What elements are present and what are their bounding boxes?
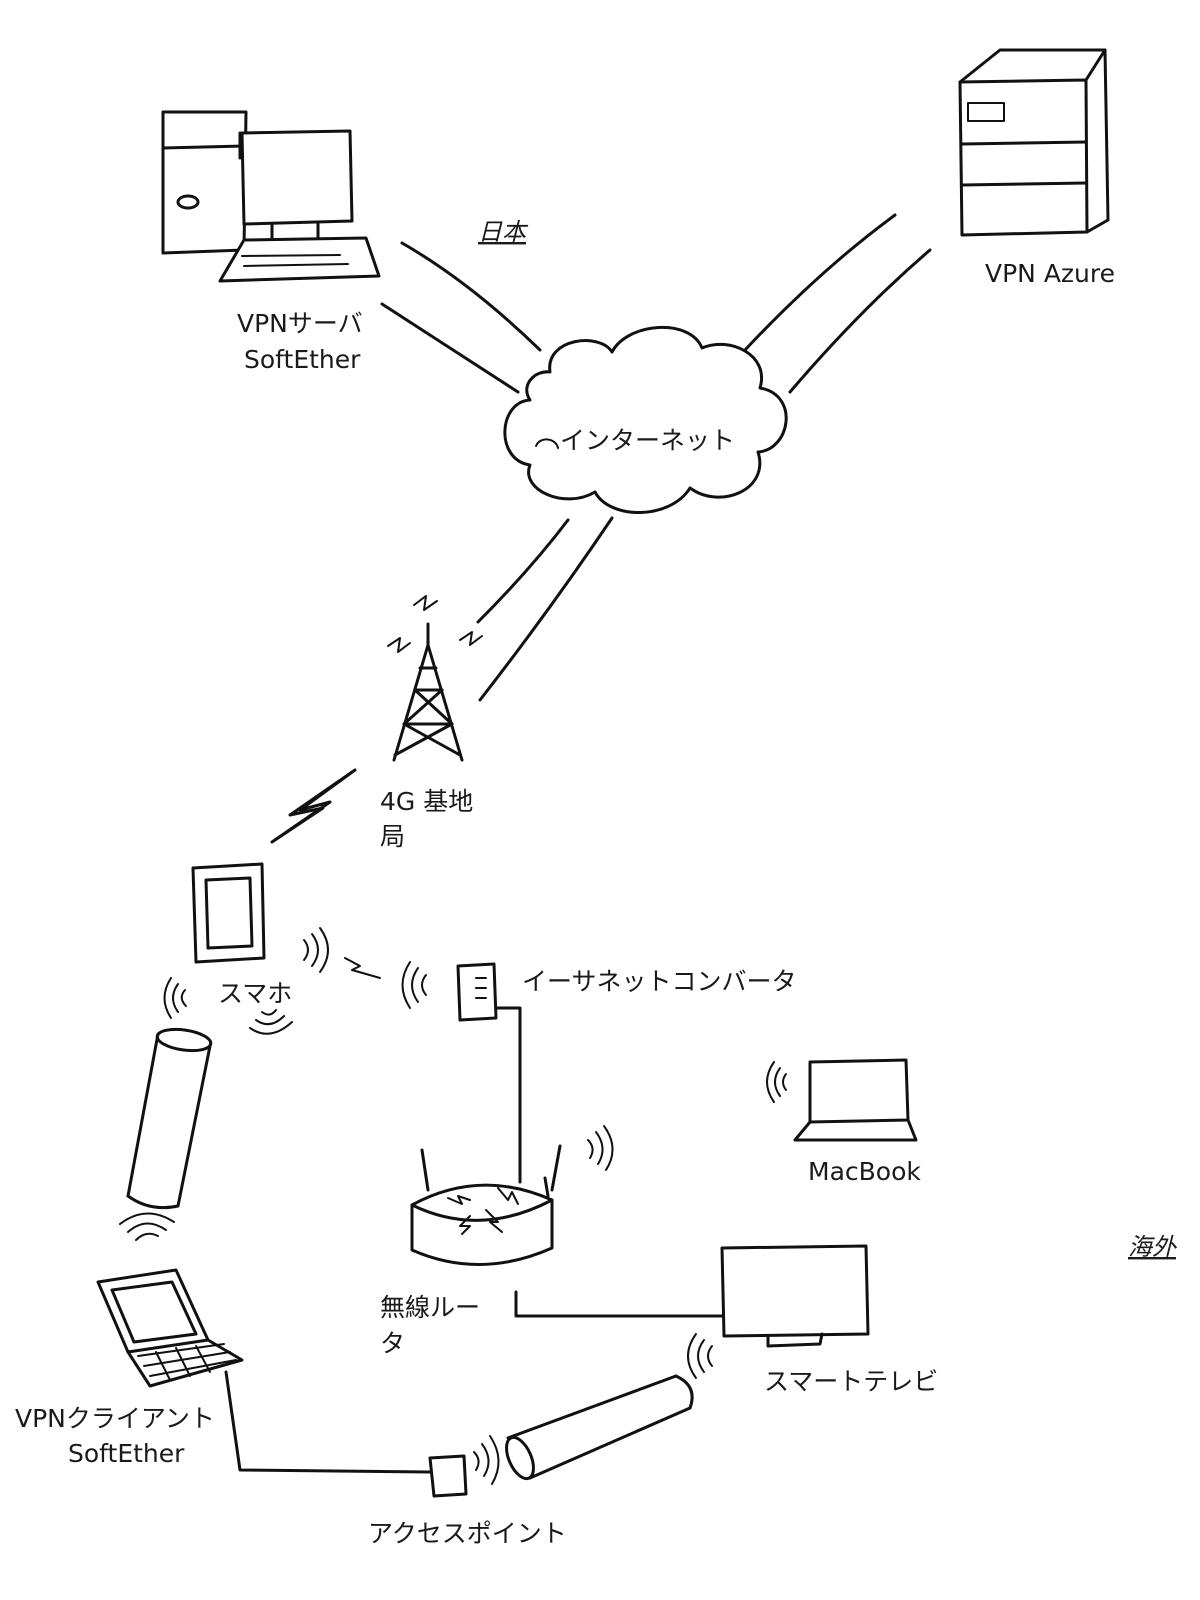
cable-laptop-accesspoint <box>224 1370 432 1474</box>
wifi-signal-icon <box>249 1009 293 1035</box>
wifi-signal-icon <box>473 1435 500 1485</box>
vpn-client-label-line2: SoftEther <box>68 1439 185 1468</box>
vpn-server-label-line1: VPNサーバ <box>237 309 363 338</box>
router-label-line2: タ <box>380 1329 405 1358</box>
desktop-pc-icon <box>161 110 381 283</box>
tunnel-link-accesspoint-tv <box>505 1374 694 1481</box>
vpn-azure-label: VPN Azure <box>985 259 1115 288</box>
base-station-label-line1: 4G 基地 <box>380 787 473 816</box>
vpn-client-label-line1: VPNクライアント <box>15 1404 215 1433</box>
tunnel-link-phone-laptop <box>126 1027 213 1210</box>
smart-tv-label: スマートテレビ <box>764 1367 938 1396</box>
base-station-label-line2: 局 <box>380 822 405 851</box>
region-label-overseas: 海外 <box>1128 1233 1178 1261</box>
lightning-bolt-icon <box>270 768 357 844</box>
cable-converter-router <box>494 1006 522 1184</box>
router-label-line1: 無線ルー <box>380 1293 480 1322</box>
vpn-server-label-line2: SoftEther <box>244 345 361 374</box>
wifi-signal-icon <box>163 977 187 1019</box>
wifi-signal-icon <box>587 1125 614 1171</box>
wifi-signal-icon <box>303 927 329 973</box>
cell-tower-icon <box>392 622 464 762</box>
cable-router-tv <box>514 1290 724 1318</box>
internet-label: インターネット <box>560 426 735 455</box>
server-internet-link <box>380 241 542 394</box>
ethernet-converter-label: イーサネットコンバータ <box>522 967 797 996</box>
laptop-icon <box>96 1268 244 1388</box>
router-icon <box>410 1144 562 1266</box>
smartphone-icon <box>191 862 266 964</box>
region-label-japan: 日本 <box>478 218 529 246</box>
ethernet-converter-icon <box>456 962 498 1022</box>
cloud-icon <box>503 326 788 514</box>
wifi-signal-icon <box>687 1333 713 1379</box>
tv-icon <box>720 1244 870 1348</box>
wifi-signal-icon <box>119 1212 175 1241</box>
server-cabinet-icon <box>958 48 1110 237</box>
access-point-icon <box>428 1454 468 1498</box>
access-point-label: アクセスポイント <box>368 1519 567 1548</box>
signal-bolt-icon <box>387 595 483 653</box>
smartphone-label: スマホ <box>218 979 292 1008</box>
wifi-signal-icon <box>401 961 427 1009</box>
azure-internet-link <box>743 213 932 394</box>
laptop-icon <box>793 1058 918 1142</box>
lightning-bolt-icon <box>344 957 381 979</box>
internet-basestation-link <box>476 516 614 702</box>
wifi-signal-icon <box>766 1061 787 1103</box>
macbook-label: MacBook <box>808 1157 921 1186</box>
